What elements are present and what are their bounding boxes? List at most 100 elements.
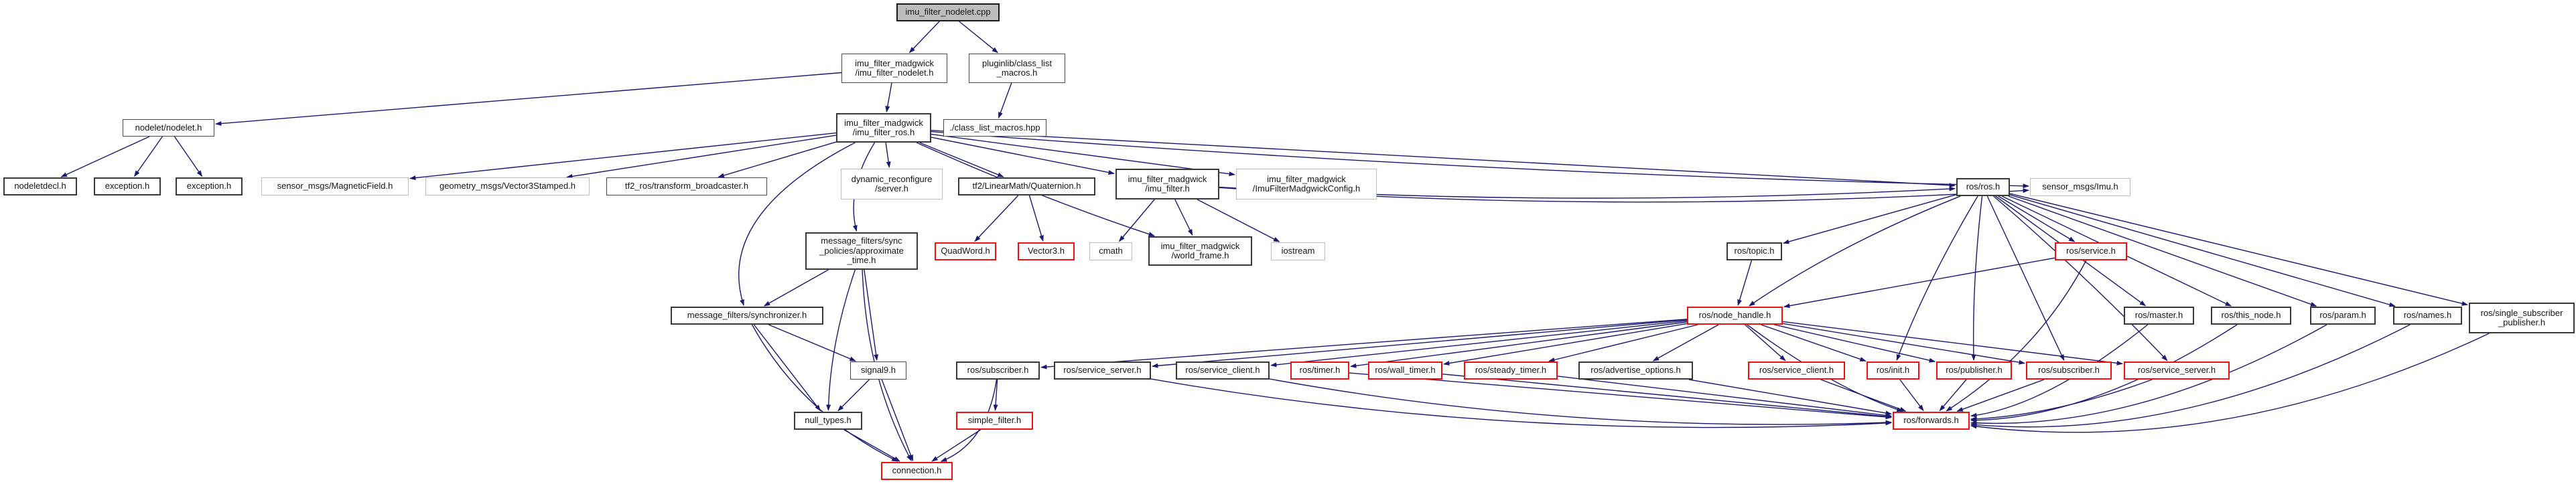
edge-nodelet-to-decl — [60, 136, 150, 177]
graph-node-sub_d[interactable]: ros/subscriber.h — [956, 361, 1040, 380]
graph-node-quat[interactable]: tf2/LinearMath/Quaternion.h — [958, 177, 1095, 195]
graph-node-sig9[interactable]: signal9.h — [850, 361, 906, 380]
edge-sub_d-to-simple — [993, 379, 998, 411]
edge-rosros-to-sub_r — [1986, 195, 2065, 361]
graph-node-sc_d[interactable]: ros/service_client.h — [1176, 361, 1270, 380]
graph-node-ss_r[interactable]: ros/service_server.h — [2124, 361, 2230, 380]
edge-simple-to-conn — [931, 429, 981, 462]
edge-rosros-to-ss_r — [1993, 195, 2168, 361]
graph-node-clm[interactable]: ./class_list_macros.hpp — [943, 119, 1046, 137]
edge-ros_file-to-mag — [409, 132, 837, 181]
edge-sig9-to-conn — [881, 379, 914, 462]
edge-ros_file-to-ifilt — [931, 137, 1115, 175]
edge-sync-to-conn — [751, 324, 898, 462]
edge-st-to-fwd — [1557, 376, 1892, 418]
graph-node-sc_r[interactable]: ros/service_client.h — [1748, 361, 1845, 380]
graph-node-ifn_h[interactable]: imu_filter_madgwick /imu_filter_nodelet.… — [841, 54, 947, 83]
edge-pub_r-to-fwd — [1939, 379, 1967, 412]
graph-node-master[interactable]: ros/master.h — [2124, 307, 2194, 325]
graph-node-wt[interactable]: ros/wall_timer.h — [1368, 361, 1442, 380]
edge-nh-to-ao — [1652, 324, 1719, 361]
edge-sync-to-sig9 — [768, 324, 856, 361]
edge-master-to-fwd — [1970, 324, 2149, 418]
edge-param-to-fwd — [1970, 324, 2327, 426]
graph-node-cmath[interactable]: cmath — [1089, 242, 1132, 260]
graph-node-ssp[interactable]: ros/single_subscriber _publisher.h — [2469, 303, 2575, 333]
edge-nh-to-pub_r — [1774, 324, 1936, 363]
edge-names-to-fwd — [1970, 324, 2411, 428]
edge-rosros-to-topic — [1782, 194, 1957, 244]
graph-node-nullt[interactable]: null_types.h — [794, 412, 862, 430]
graph-node-init[interactable]: ros/init.h — [1867, 361, 1919, 380]
graph-node-tn[interactable]: ros/this_node.h — [2211, 307, 2291, 325]
graph-node-timer[interactable]: ros/timer.h — [1290, 361, 1349, 380]
edge-nh-to-wt — [1443, 323, 1688, 366]
graph-node-ros_file[interactable]: imu_filter_madgwick /imu_filter_ros.h — [836, 113, 931, 143]
edge-root-to-plug — [959, 21, 999, 54]
graph-node-fwd[interactable]: ros/forwards.h — [1893, 412, 1970, 430]
edge-nodelet-to-exc2 — [174, 136, 203, 177]
graph-node-rosros[interactable]: ros/ros.h — [1956, 178, 2010, 196]
edge-topic-to-nh — [1737, 260, 1753, 307]
edge-ros_file-to-imu — [931, 131, 2029, 189]
graph-node-exc1[interactable]: exception.h — [94, 177, 161, 195]
graph-node-svc[interactable]: ros/service.h — [2055, 242, 2127, 260]
graph-node-pub_r[interactable]: ros/publisher.h — [1936, 361, 2012, 380]
graph-node-imu[interactable]: sensor_msgs/Imu.h — [2030, 178, 2130, 196]
edge-nodelet-to-exc1 — [134, 136, 163, 177]
graph-node-simple[interactable]: simple_filter.h — [956, 412, 1033, 430]
graph-node-mag[interactable]: sensor_msgs/MagneticField.h — [261, 177, 409, 195]
graph-node-ao[interactable]: ros/advertise_options.h — [1578, 361, 1693, 380]
graph-node-dyn[interactable]: dynamic_reconfigure /server.h — [841, 169, 943, 199]
graph-node-cfg[interactable]: imu_filter_madgwick /ImuFilterMadgwickCo… — [1236, 169, 1377, 199]
graph-node-topic[interactable]: ros/topic.h — [1726, 242, 1782, 260]
graph-node-tfb[interactable]: tf2_ros/transform_broadcaster.h — [606, 177, 767, 195]
edge-nh-to-sub_r — [1782, 323, 2025, 365]
graph-node-st[interactable]: ros/steady_timer.h — [1464, 361, 1558, 380]
graph-node-conn[interactable]: connection.h — [881, 462, 953, 480]
graph-node-sub_r[interactable]: ros/subscriber.h — [2026, 361, 2112, 380]
edge-ao-to-fwd — [1688, 379, 1892, 416]
edge-nh-to-ss_r — [1782, 321, 2123, 366]
graph-node-qw[interactable]: QuadWord.h — [935, 242, 996, 260]
edge-nh-to-sub_d — [1040, 319, 1688, 370]
edge-ifilt-to-wf — [1174, 199, 1193, 236]
edge-plug-to-clm — [998, 82, 1012, 119]
graph-node-v3[interactable]: Vector3.h — [1018, 242, 1075, 260]
graph-node-v3s[interactable]: geometry_msgs/Vector3Stamped.h — [425, 177, 590, 195]
edge-nh-to-sc_d — [1270, 320, 1688, 368]
graph-node-decl[interactable]: nodeletdecl.h — [3, 177, 77, 195]
graph-node-sync[interactable]: message_filters/synchronizer.h — [671, 307, 823, 325]
edge-nullt-to-conn — [843, 429, 900, 462]
graph-node-nh[interactable]: ros/node_handle.h — [1687, 307, 1783, 325]
graph-node-root[interactable]: imu_filter_nodelet.cpp — [896, 3, 1000, 21]
graph-node-names[interactable]: ros/names.h — [2393, 307, 2462, 325]
edge-ros_file-to-quat — [919, 142, 1004, 177]
graph-node-at[interactable]: message_filters/sync _policies/approxima… — [805, 232, 918, 270]
edge-ros_file-to-rosros — [931, 130, 1956, 188]
edge-at-to-sig9 — [864, 269, 879, 361]
edge-ros_file-to-tfb — [718, 141, 837, 178]
edge-sc_r-to-fwd — [1820, 379, 1907, 412]
edge-ifn_h-to-ros_file — [885, 82, 892, 112]
graph-node-ifilt[interactable]: imu_filter_madgwick /imu_filter.h — [1115, 169, 1219, 199]
edge-ros_file-to-sync — [738, 142, 856, 307]
edge-tn-to-fwd — [1970, 324, 2238, 423]
graph-node-ios[interactable]: iostream — [1271, 242, 1325, 260]
graph-node-param[interactable]: ros/param.h — [2310, 307, 2376, 325]
edge-ss_r-to-fwd — [1970, 379, 2153, 422]
edge-nh-to-ss_d — [1152, 319, 1688, 368]
graph-node-wf[interactable]: imu_filter_madgwick /world_frame.h — [1148, 236, 1252, 266]
graph-node-plug[interactable]: pluginlib/class_list _macros.h — [969, 54, 1065, 83]
graph-node-ss_d[interactable]: ros/service_server.h — [1054, 361, 1151, 380]
edge-svc-to-fwd — [1946, 260, 2087, 412]
edge-ros_file-to-v3s — [566, 135, 837, 179]
edge-nh-to-sc_r — [1745, 324, 1786, 361]
edge-rosros-to-names — [2009, 194, 2396, 307]
graph-node-exc2[interactable]: exception.h — [176, 177, 243, 195]
edge-svc-to-nh — [1783, 257, 2055, 309]
graph-node-nodelet[interactable]: nodelet/nodelet.h — [123, 119, 214, 137]
edge-rosros-to-init — [1896, 195, 1978, 361]
